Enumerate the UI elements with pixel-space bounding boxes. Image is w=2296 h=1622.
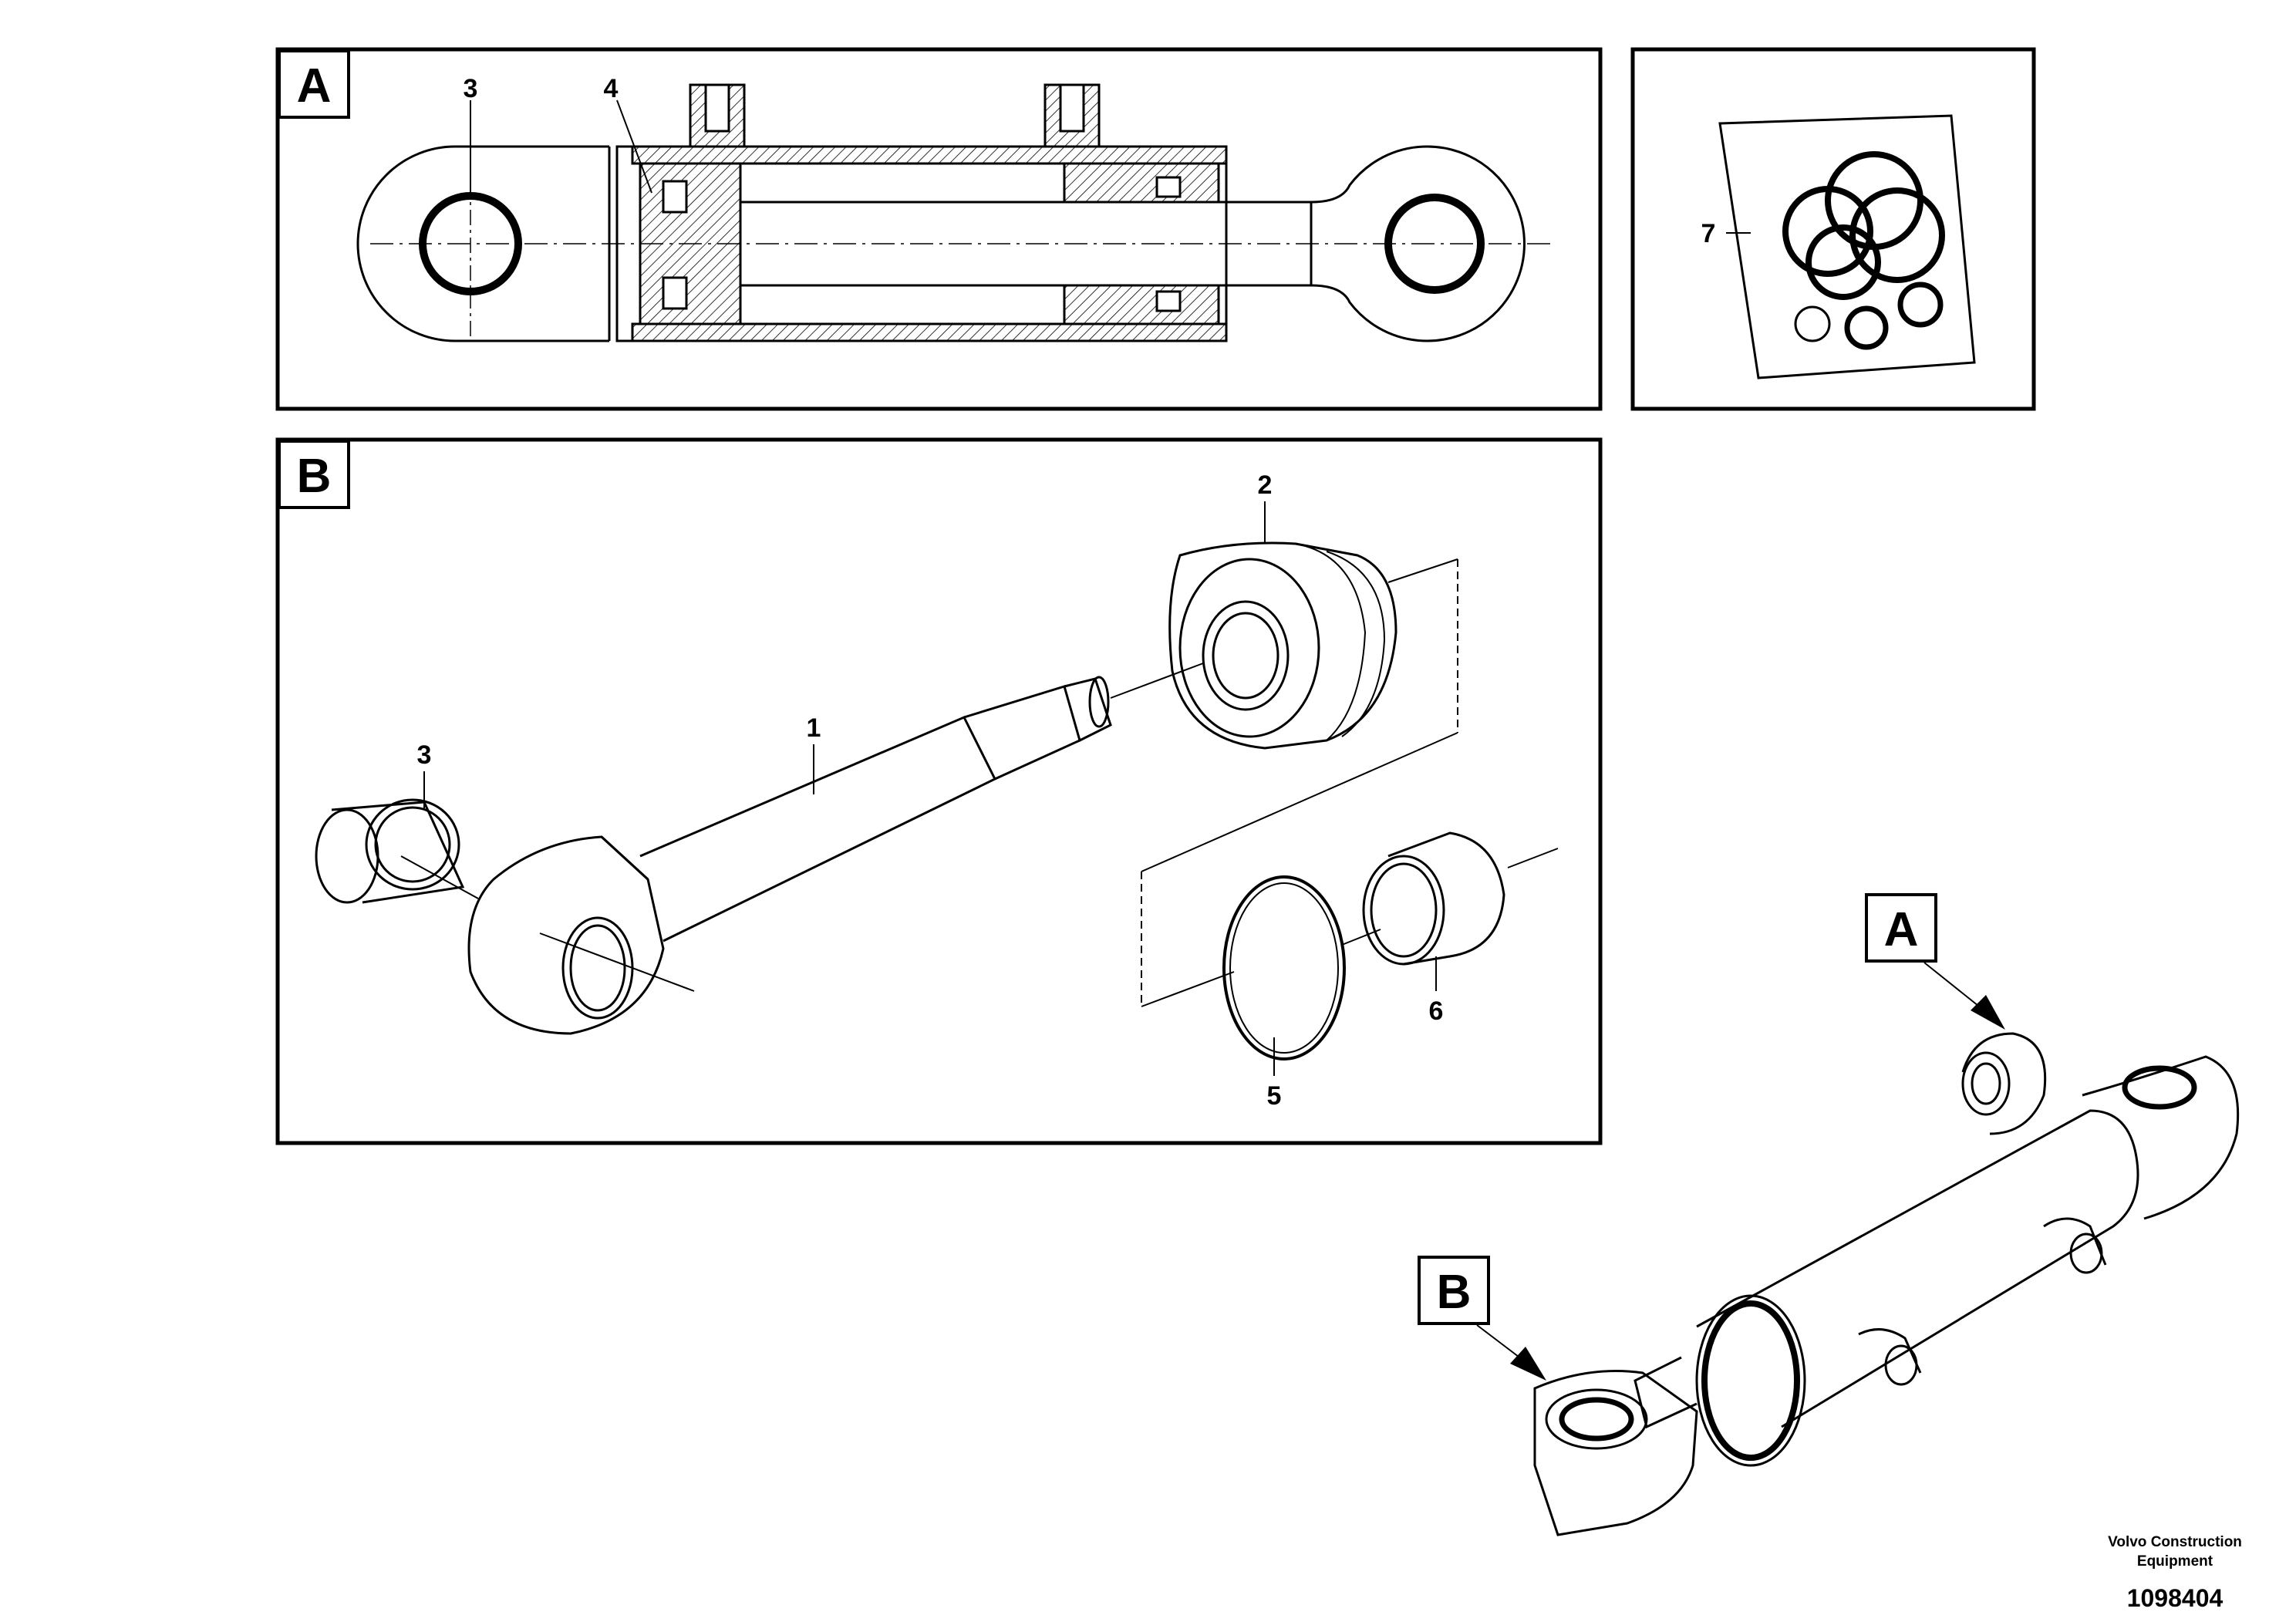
callout-a-overview: A [1865, 893, 2005, 1030]
frame-b: B [275, 437, 1603, 1145]
piston-rod-assembly [315, 541, 1559, 1061]
label-part-7: 7 [1701, 219, 1716, 248]
label-part-4: 4 [604, 74, 619, 103]
label-part-5: 5 [1267, 1081, 1282, 1111]
callout-5: 5 [1267, 1037, 1282, 1111]
label-part-1: 1 [807, 713, 821, 743]
frame-b-letter: B [297, 450, 332, 503]
seal-kit-bag [1718, 114, 1976, 379]
brand-line-2: Equipment [2137, 1553, 2213, 1570]
callout-4: 4 [604, 74, 652, 194]
label-part-6: 6 [1429, 996, 1444, 1026]
label-part-3-bottom: 3 [417, 740, 432, 770]
label-part-3-top: 3 [464, 74, 478, 103]
callout-3-top: 3 [464, 74, 478, 193]
callout-2: 2 [1258, 470, 1273, 544]
brand-line-1: Volvo Construction [2108, 1534, 2242, 1550]
frame-seal-kit: 7 [1630, 47, 2036, 411]
callout-a-letter: A [1884, 903, 1919, 956]
callout-b-letter: B [1437, 1266, 1472, 1319]
footer: Volvo Construction Equipment 1098404 [2108, 1534, 2242, 1612]
callout-1: 1 [807, 713, 821, 794]
drawing-number: 1098404 [2127, 1584, 2224, 1612]
callout-3-bottom: 3 [417, 740, 432, 808]
callout-6: 6 [1429, 956, 1444, 1026]
cylinder-cross-section [356, 83, 1550, 342]
frame-a-letter: A [297, 59, 332, 113]
callout-b-overview: B [1418, 1256, 1546, 1381]
frame-a: A [275, 47, 1603, 411]
overview-cylinder [1533, 1032, 2240, 1536]
label-part-2: 2 [1258, 470, 1273, 500]
